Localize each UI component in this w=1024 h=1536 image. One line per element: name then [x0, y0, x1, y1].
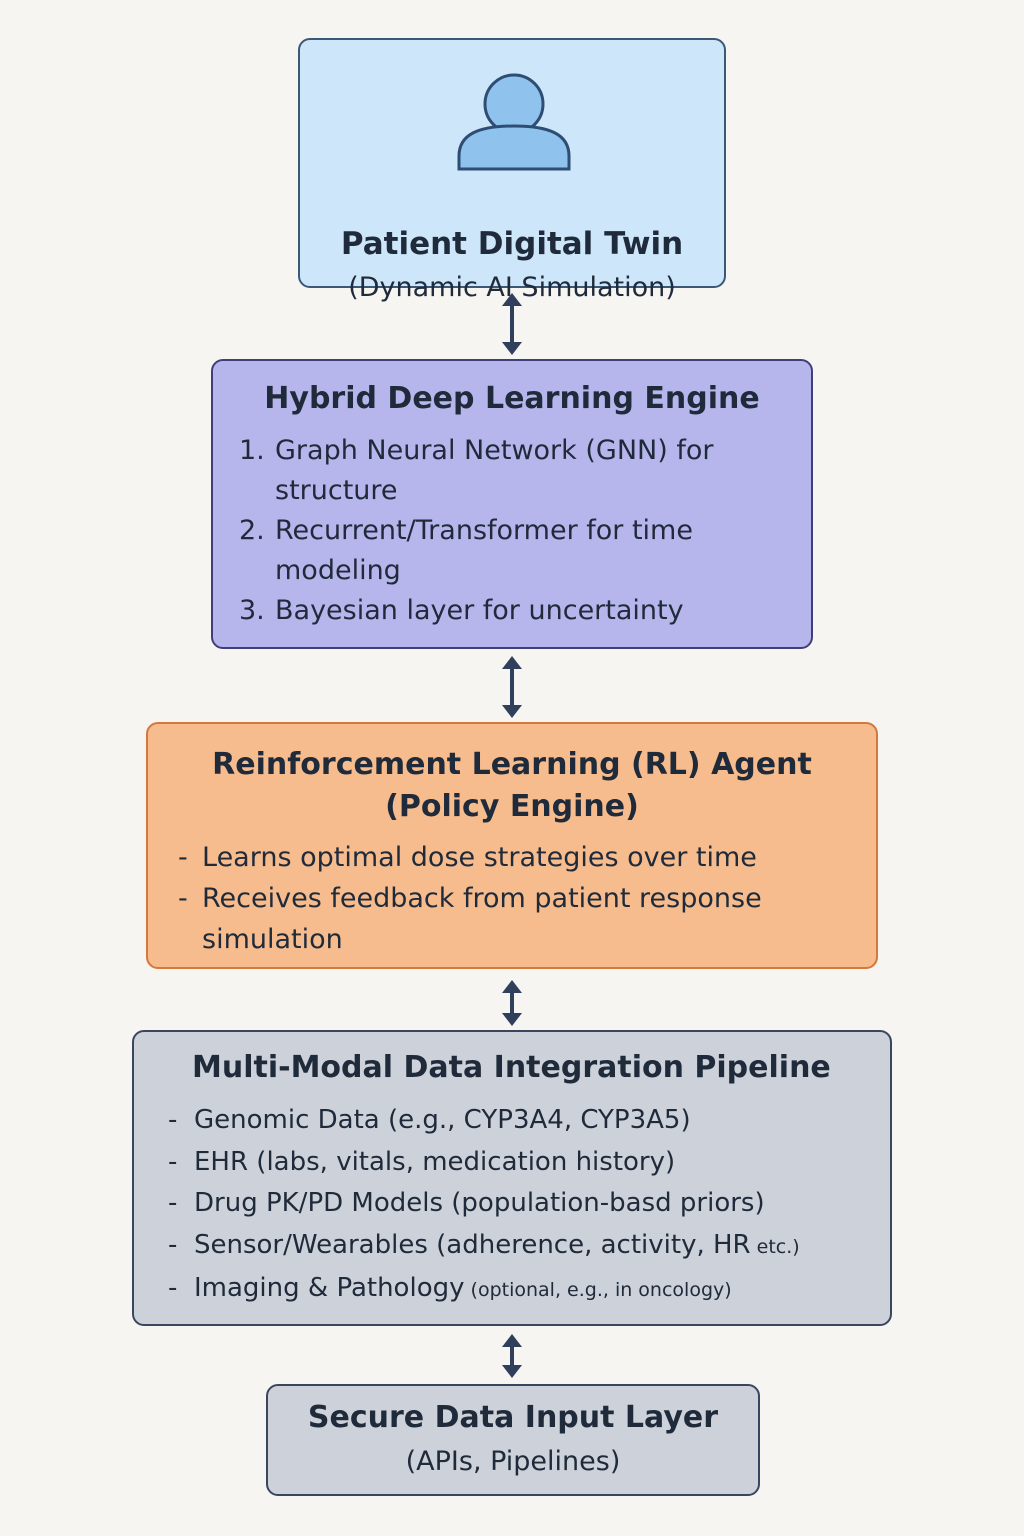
list-text: Learns optimal dose strategies over time — [202, 842, 757, 873]
list-dash: - — [168, 1229, 178, 1260]
rl-title-line2: (Policy Engine) — [385, 789, 639, 824]
rl-agent-box: Reinforcement Learning (RL) Agent (Polic… — [146, 722, 878, 969]
list-text: Bayesian layer for uncertainty — [275, 595, 684, 626]
input-layer-title: Secure Data Input Layer — [307, 1400, 719, 1435]
list-dash: - — [168, 1105, 178, 1135]
list-dash: - — [178, 883, 188, 914]
rl-title: Reinforcement Learning (RL) Agent (Polic… — [148, 744, 876, 828]
list-text: Sensor/Wearables (adherence, activity, H… — [194, 1229, 751, 1260]
rl-title-line1: Reinforcement Learning (RL) Agent — [212, 747, 812, 782]
list-text: Genomic Data (e.g., CYP3A4, CYP3A5) — [194, 1105, 691, 1135]
input-layer-subtitle: (APIs, Pipelines) — [405, 1446, 621, 1477]
bidirectional-arrow-icon — [502, 980, 522, 1026]
list-text-small: (optional, e.g., in oncology) — [464, 1279, 732, 1301]
bidirectional-arrow-icon — [502, 1334, 522, 1378]
list-text: Receives feedback from patient response … — [202, 883, 762, 955]
list-item: 2. Recurrent/Transformer for time modelin… — [239, 511, 811, 591]
list-text: EHR (labs, vitals, medication history) — [194, 1146, 676, 1177]
list-item: -Genomic Data (e.g., CYP3A4, CYP3A5) — [168, 1100, 800, 1142]
pipeline-list: -Genomic Data (e.g., CYP3A4, CYP3A5) -EH… — [168, 1100, 800, 1312]
bidirectional-arrow-icon — [502, 293, 522, 355]
list-item: -Learns optimal dose strategies over tim… — [178, 837, 842, 878]
list-text: Imaging & Pathology — [194, 1273, 465, 1303]
twin-title: Patient Digital Twin — [340, 226, 684, 262]
list-item: 3. Bayesian layer for uncertainty — [239, 591, 811, 631]
list-number: 2. — [239, 515, 265, 546]
list-item: -Receives feedback from patient response… — [178, 878, 842, 960]
list-number: 1. — [239, 435, 265, 466]
list-dash: - — [168, 1188, 178, 1218]
bidirectional-arrow-icon — [502, 656, 522, 718]
secure-data-input-layer-box: Secure Data Input Layer (APIs, Pipelines… — [266, 1384, 760, 1496]
list-item: 1. Graph Neural Network (GNN) for structu… — [239, 431, 811, 511]
person-icon — [457, 73, 571, 171]
list-dash: - — [178, 842, 188, 873]
engine-title: Hybrid Deep Learning Engine — [264, 381, 760, 416]
data-integration-pipeline-box: Multi-Modal Data Integration Pipeline -G… — [132, 1030, 892, 1326]
engine-list: 1. Graph Neural Network (GNN) for structu… — [239, 431, 811, 631]
list-text-small: etc.) — [750, 1235, 800, 1258]
list-item: -EHR (labs, vitals, medication history) — [168, 1142, 800, 1184]
list-dash: - — [168, 1273, 178, 1303]
list-text: Graph Neural Network (GNN) for structure — [275, 435, 714, 506]
rl-list: -Learns optimal dose strategies over tim… — [178, 837, 842, 960]
list-number: 3. — [239, 595, 265, 626]
patient-digital-twin-box: Patient Digital Twin (Dynamic AI Simulat… — [298, 38, 726, 303]
list-item: -Sensor/Wearables (adherence, activity, … — [168, 1225, 800, 1269]
list-text: Recurrent/Transformer for time modeling — [275, 515, 693, 586]
list-item: -Imaging & Pathology (optional, e.g., in… — [168, 1268, 800, 1312]
pipeline-title: Multi-Modal Data Integration Pipeline — [192, 1050, 831, 1085]
list-item: -Drug PK/PD Models (population-basd prio… — [168, 1183, 800, 1225]
list-text: Drug PK/PD Models (population-basd prior… — [194, 1188, 765, 1218]
list-dash: - — [168, 1146, 178, 1177]
deep-learning-engine-box: Hybrid Deep Learning Engine 1. Graph Neur… — [211, 359, 813, 649]
